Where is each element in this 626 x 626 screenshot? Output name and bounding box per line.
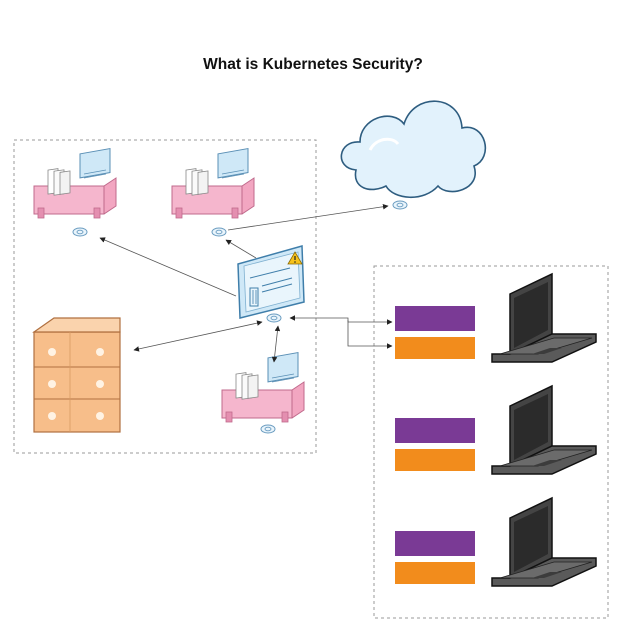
client-orange-bar: [395, 562, 475, 584]
link-pod-top-to-cloud: [227, 203, 389, 231]
server-node-icon: [33, 148, 117, 219]
warning-icon: [287, 251, 303, 265]
cluster-boundary: [13, 139, 317, 454]
server-node-icon: [221, 352, 305, 423]
link-panel-to-pod-top: [225, 239, 257, 259]
storage-stack-icon: [32, 317, 121, 433]
client-purple-bar: [395, 531, 475, 556]
client-orange-bar: [395, 337, 475, 359]
link-panel-pod-bottom: [271, 325, 281, 363]
page-title: What is Kubernetes Security?: [203, 56, 423, 73]
endpoint-icon: [266, 313, 282, 323]
control-plane-icon: [237, 245, 305, 319]
endpoint-icon: [211, 227, 227, 237]
client-orange-bar: [395, 449, 475, 471]
link-panel-to-clients: [289, 315, 393, 325]
endpoint-icon: [392, 200, 408, 210]
link-branch-to-orange: [347, 320, 393, 349]
server-node-icon: [171, 148, 255, 219]
clients-boundary: [373, 265, 609, 619]
client-purple-bar: [395, 418, 475, 443]
laptop-icon: [491, 497, 597, 587]
link-panel-to-pod-left: [99, 237, 237, 297]
client-purple-bar: [395, 306, 475, 331]
connector-lines: [99, 203, 393, 363]
endpoint-icon: [260, 424, 276, 434]
cloud-icon: [340, 100, 487, 198]
endpoint-icon: [72, 227, 88, 237]
laptop-icon: [491, 385, 597, 475]
laptop-icon: [491, 273, 597, 363]
link-panel-storage: [133, 320, 263, 352]
